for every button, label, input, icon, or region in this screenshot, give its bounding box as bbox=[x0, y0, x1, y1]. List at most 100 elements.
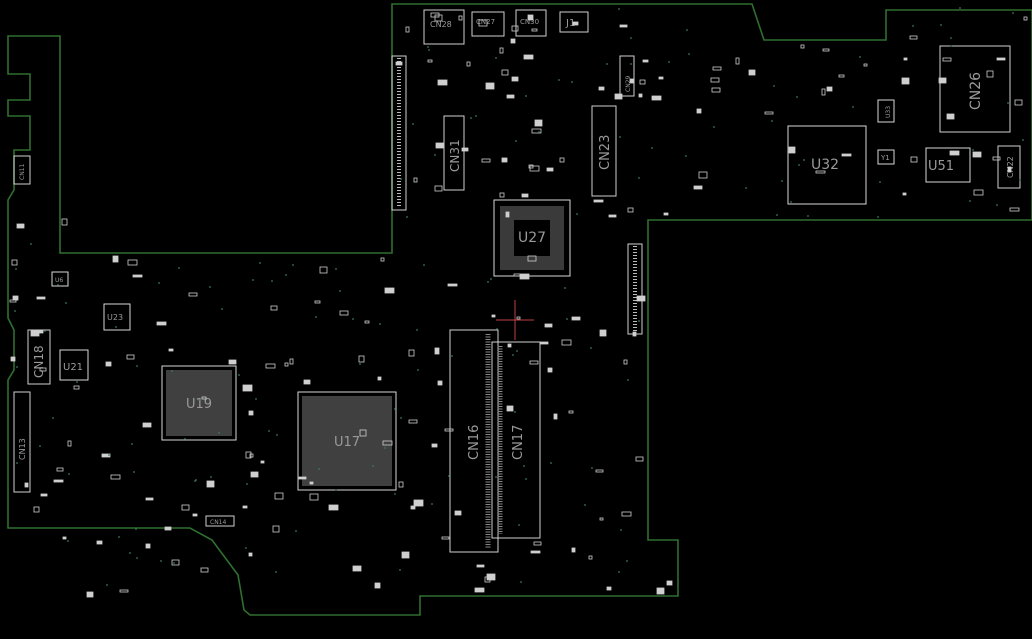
smd-part bbox=[395, 61, 403, 66]
via bbox=[57, 284, 59, 286]
via bbox=[515, 140, 517, 142]
smd-part bbox=[710, 77, 720, 83]
smd-part bbox=[636, 295, 646, 302]
cn14-label: CN14 bbox=[210, 519, 226, 526]
smd-part bbox=[33, 506, 40, 513]
smd-part bbox=[382, 440, 393, 446]
smd-part bbox=[274, 492, 284, 500]
smd-part bbox=[533, 541, 542, 546]
smd-part bbox=[821, 88, 826, 96]
smd-part bbox=[249, 453, 254, 458]
smd-part bbox=[437, 79, 448, 86]
via bbox=[525, 478, 527, 480]
u23-label: U23 bbox=[107, 313, 123, 322]
via bbox=[490, 278, 492, 280]
smd-part bbox=[863, 63, 868, 67]
via bbox=[803, 159, 805, 161]
cn27-connector bbox=[471, 11, 505, 37]
via bbox=[558, 79, 560, 81]
via bbox=[210, 476, 212, 478]
cn31-connector bbox=[443, 115, 465, 191]
cn16-label: CN16 bbox=[467, 425, 482, 460]
smd-part bbox=[501, 69, 509, 76]
via bbox=[877, 216, 879, 218]
smd-part bbox=[531, 28, 538, 32]
via bbox=[996, 204, 998, 206]
smd-part bbox=[16, 223, 25, 229]
smd-part bbox=[531, 128, 542, 134]
via bbox=[1007, 102, 1009, 104]
smd-part bbox=[434, 347, 440, 355]
smd-part bbox=[126, 354, 135, 360]
smd-part bbox=[40, 493, 48, 497]
smd-part bbox=[513, 273, 521, 277]
smd-part bbox=[595, 469, 604, 473]
via bbox=[620, 529, 622, 531]
cn28-label: CN28 bbox=[430, 20, 452, 29]
smd-part bbox=[53, 479, 64, 483]
smd-part bbox=[568, 410, 574, 414]
smd-part bbox=[245, 451, 252, 459]
smd-part bbox=[698, 171, 708, 179]
smd-part bbox=[1009, 207, 1020, 212]
smd-part bbox=[364, 320, 370, 324]
smd-part bbox=[946, 113, 955, 120]
smd-part bbox=[800, 44, 805, 49]
via bbox=[16, 366, 18, 368]
via bbox=[745, 187, 747, 189]
smd-part bbox=[145, 497, 154, 501]
smd-part bbox=[142, 422, 152, 428]
via bbox=[606, 63, 608, 65]
smd-part bbox=[629, 78, 635, 84]
via bbox=[108, 454, 110, 456]
smd-part bbox=[405, 26, 410, 33]
via bbox=[1012, 12, 1014, 14]
via bbox=[950, 37, 952, 39]
smd-part bbox=[516, 316, 521, 320]
smd-part bbox=[942, 57, 952, 62]
via bbox=[255, 398, 257, 400]
via bbox=[335, 489, 337, 491]
smd-part bbox=[474, 587, 485, 593]
smd-part bbox=[413, 499, 424, 507]
via bbox=[451, 355, 453, 357]
via bbox=[590, 347, 592, 349]
via bbox=[514, 411, 516, 413]
via bbox=[106, 584, 108, 586]
via bbox=[221, 308, 223, 310]
smd-part bbox=[319, 266, 328, 274]
smd-part bbox=[748, 69, 756, 76]
smd-part bbox=[377, 376, 382, 381]
via bbox=[523, 465, 525, 467]
via bbox=[618, 571, 620, 573]
cn11-connector bbox=[13, 155, 31, 185]
via bbox=[972, 149, 974, 151]
via bbox=[576, 213, 578, 215]
smd-part bbox=[309, 493, 319, 501]
smd-part bbox=[156, 321, 167, 326]
via bbox=[198, 399, 200, 401]
smd-part bbox=[284, 362, 289, 367]
via bbox=[178, 267, 180, 269]
smd-part bbox=[105, 361, 112, 367]
via bbox=[194, 480, 196, 482]
smd-part bbox=[168, 348, 174, 352]
via bbox=[129, 552, 131, 554]
smd-part bbox=[632, 331, 637, 337]
smd-part bbox=[499, 192, 505, 198]
smd-part bbox=[838, 74, 845, 78]
smd-part bbox=[593, 199, 604, 203]
via bbox=[295, 530, 297, 532]
cn31-label: CN31 bbox=[448, 139, 462, 172]
via bbox=[564, 287, 566, 289]
via bbox=[133, 471, 135, 473]
smd-part bbox=[374, 582, 381, 589]
u19-ball-grid bbox=[166, 370, 232, 436]
smd-part bbox=[110, 474, 121, 480]
via bbox=[400, 178, 402, 180]
board-outline bbox=[7, 3, 1032, 616]
smd-part bbox=[511, 76, 519, 82]
smd-part bbox=[408, 349, 415, 357]
cn14-connector bbox=[205, 515, 235, 527]
y1-label: Y1 bbox=[880, 154, 890, 162]
